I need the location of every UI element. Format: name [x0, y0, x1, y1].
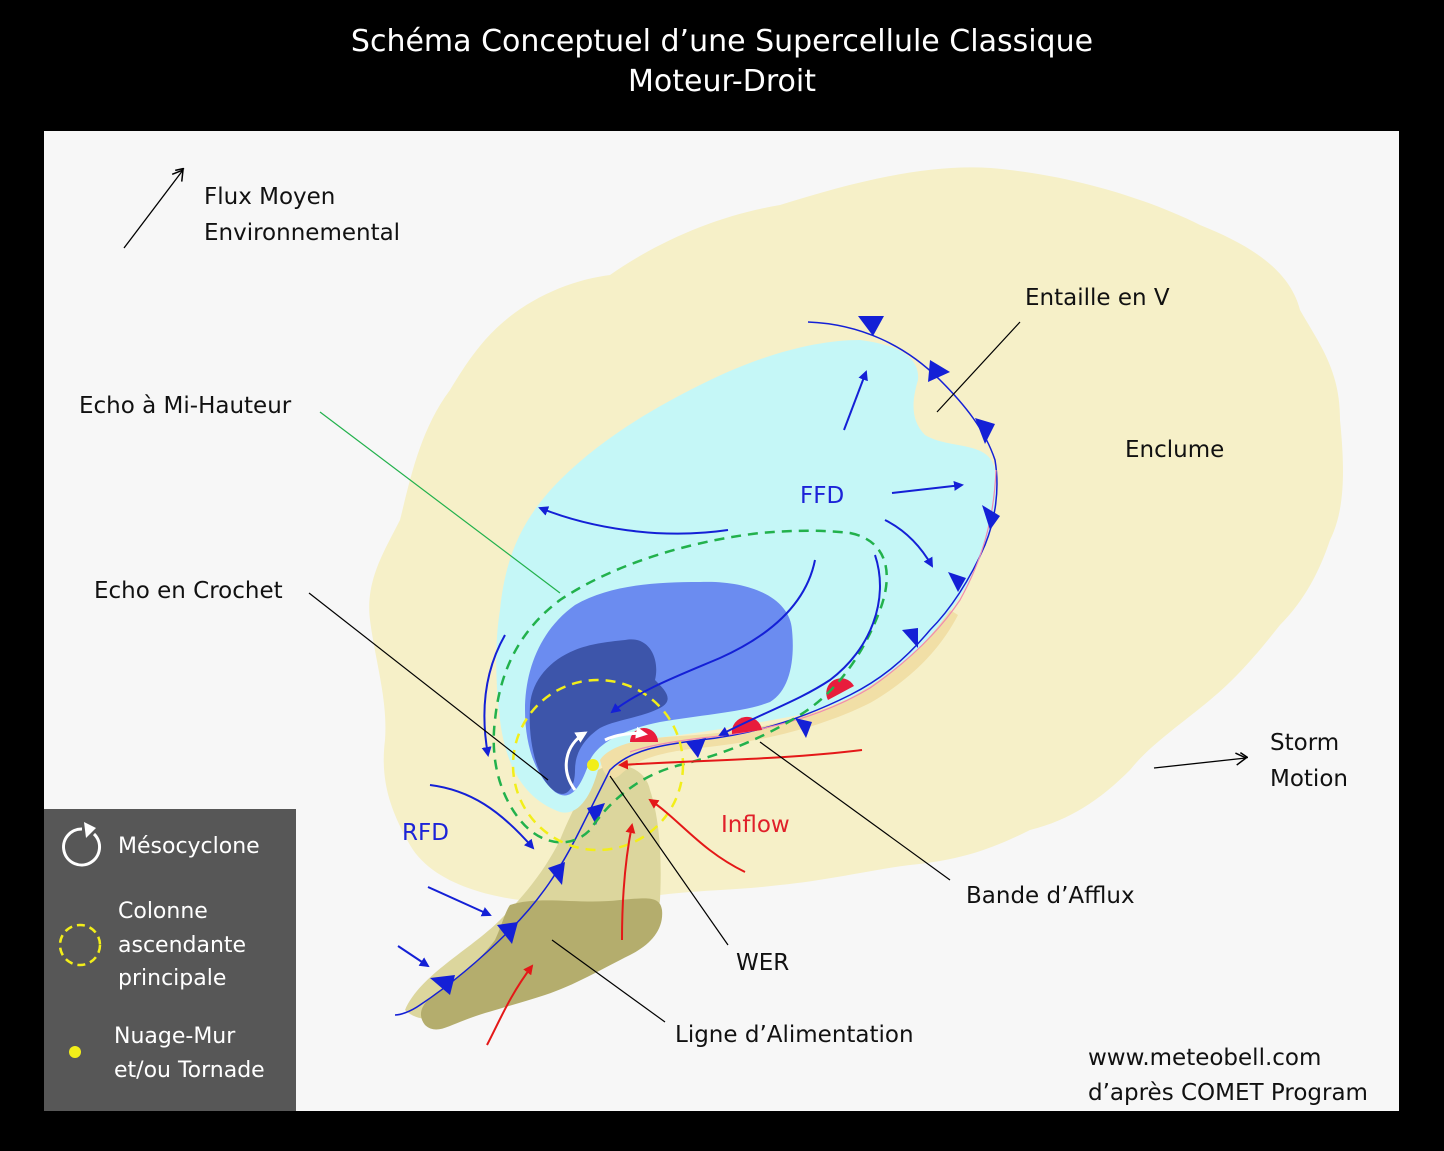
storm-motion-arrow — [1153, 758, 1246, 769]
storm-label-2: Motion — [1270, 766, 1348, 792]
mesocyclone-arrow-2 — [604, 726, 648, 742]
legend-mesocyclone: Mésocyclone — [118, 834, 260, 859]
leader-lines — [308, 321, 1021, 1023]
title-line1: Schéma Conceptuel d’une Supercellule Cla… — [350, 24, 1094, 59]
enclume-label: Enclume — [1125, 437, 1224, 463]
echo-crochet-label: Echo en Crochet — [94, 578, 283, 604]
echo-mi-hauteur-label: Echo à Mi-Hauteur — [79, 393, 292, 419]
legend-colonne-3: principale — [118, 966, 226, 991]
ligne-alimentation-label: Ligne d’Alimentation — [675, 1022, 914, 1048]
blue-flow-arrows — [397, 370, 964, 968]
wall-cloud-dot — [587, 759, 599, 771]
credits-line2: d’après COMET Program — [1088, 1080, 1368, 1106]
wer-label: WER — [736, 950, 789, 976]
diagram-title: Schéma Conceptuel d’une Supercellule Cla… — [0, 22, 1444, 102]
mesocyclone-icon — [62, 822, 102, 867]
red-inflow-arrows — [486, 749, 863, 1046]
updraft-column-icon — [58, 923, 102, 967]
legend-colonne-2: ascendante — [118, 933, 246, 958]
legend-nuage-1: Nuage-Mur — [114, 1024, 236, 1049]
mesocyclone-arrow — [564, 731, 588, 791]
wall-cloud-icon — [69, 1046, 81, 1058]
credits-line1: www.meteobell.com — [1088, 1045, 1321, 1071]
feeder-line-dark — [420, 898, 663, 1030]
inflow-label: Inflow — [721, 812, 790, 838]
mid-height-leader — [319, 411, 561, 594]
flux-label-1: Flux Moyen — [204, 184, 335, 210]
flux-label-2: Environnemental — [204, 220, 400, 246]
legend-nuage-2: et/ou Tornade — [114, 1058, 265, 1083]
legend-box: Mésocyclone Colonne ascendante principal… — [44, 809, 296, 1111]
inflow-band-region — [600, 610, 958, 779]
updraft-column-circle — [511, 678, 685, 852]
rfd-label: RFD — [402, 820, 449, 846]
ffd-label: FFD — [800, 483, 844, 509]
legend-colonne-1: Colonne — [118, 899, 208, 924]
cold-front-triangles — [430, 316, 1000, 995]
title-line2: Moteur-Droit — [628, 64, 816, 99]
storm-label-1: Storm — [1270, 730, 1339, 756]
warm-front-line — [629, 469, 997, 753]
entaille-label: Entaille en V — [1025, 285, 1170, 311]
hook-echo-core — [529, 639, 668, 794]
bande-afflux-label: Bande d’Afflux — [966, 883, 1135, 909]
mean-flow-arrow — [123, 170, 183, 249]
